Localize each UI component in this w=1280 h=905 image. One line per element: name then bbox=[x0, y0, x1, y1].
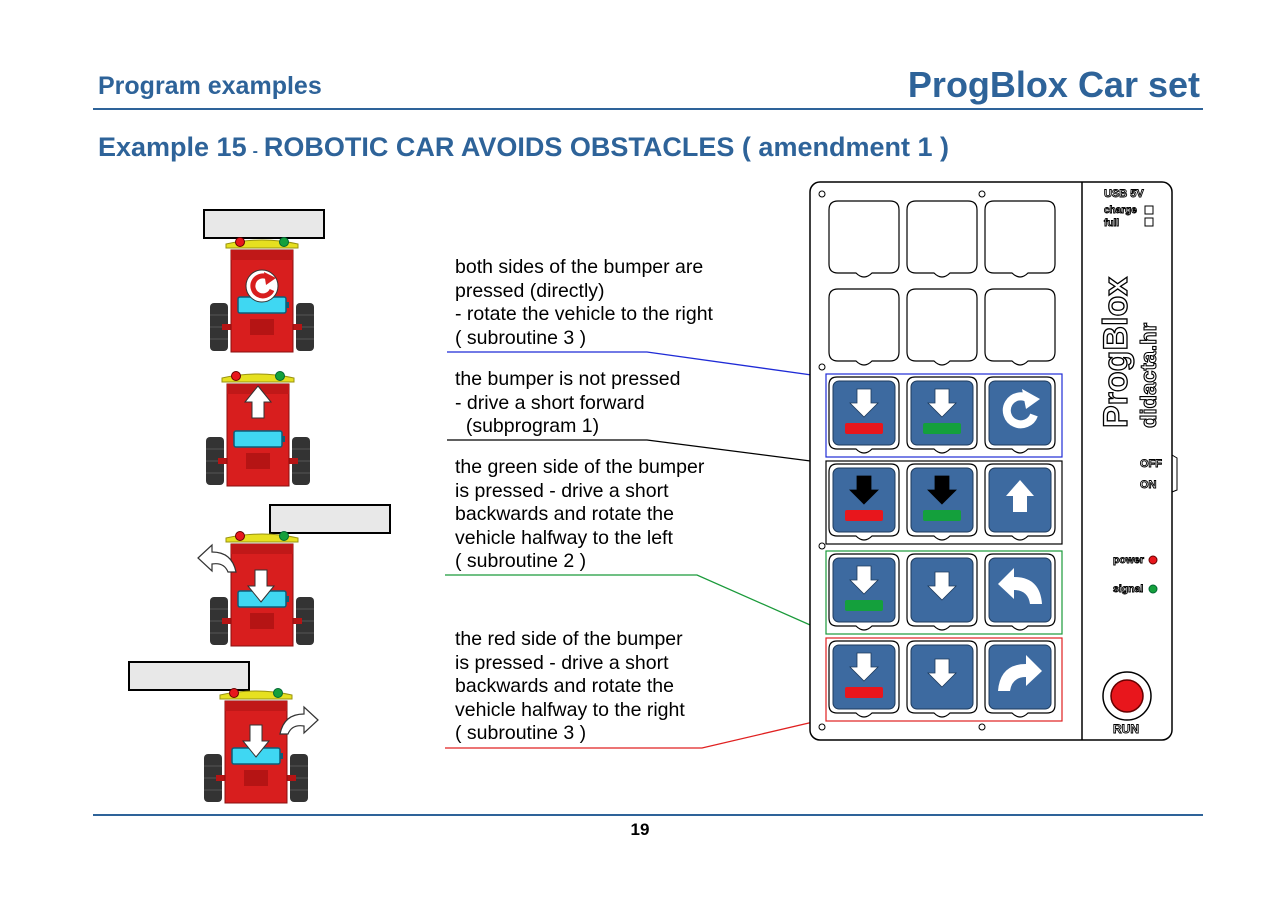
page-number: 19 bbox=[630, 820, 650, 839]
empty-slots bbox=[828, 200, 1056, 366]
tile-turn-left bbox=[984, 553, 1056, 631]
program-tiles bbox=[828, 376, 1056, 718]
run-label: RUN bbox=[1113, 722, 1139, 736]
tile-arrow-down-green bbox=[828, 553, 900, 631]
usb-label: USB 5V bbox=[1104, 188, 1144, 200]
tile-arrow-up bbox=[984, 463, 1056, 541]
rotate-icon bbox=[245, 269, 279, 303]
tile-rotate-right bbox=[984, 376, 1056, 454]
tile-arrow-down-red bbox=[828, 376, 900, 454]
example-number: Example 15 bbox=[98, 132, 247, 162]
car-rotate bbox=[203, 209, 325, 352]
tile-arrow-down bbox=[906, 553, 978, 631]
brand-label: ProgBlox bbox=[1097, 277, 1135, 428]
charge-led bbox=[1144, 205, 1154, 215]
tile-arrow-down-black-red bbox=[828, 463, 900, 541]
full-led bbox=[1144, 217, 1154, 227]
car-turn-left bbox=[197, 504, 391, 646]
tile-turn-right bbox=[984, 640, 1056, 718]
description-not-pressed: the bumper is not pressed - drive a shor… bbox=[455, 368, 681, 437]
car-turn-right bbox=[128, 661, 319, 803]
signal-led bbox=[1148, 584, 1158, 594]
description-green-pressed: the green side of the bumper is pressed … bbox=[455, 456, 705, 572]
footer-rule bbox=[93, 814, 1203, 816]
run-button bbox=[1110, 679, 1144, 713]
description-red-pressed: the red side of the bumper is pressed - … bbox=[455, 628, 685, 744]
header-rule bbox=[93, 108, 1203, 110]
example-title: Example 15-ROBOTIC CAR AVOIDS OBSTACLES … bbox=[98, 132, 949, 163]
power-led bbox=[1148, 555, 1158, 565]
car-forward bbox=[206, 372, 310, 487]
power-label: power bbox=[1113, 554, 1144, 566]
site-label: didacta.hr bbox=[1136, 322, 1161, 428]
example-separator: - bbox=[252, 143, 258, 160]
description-both-pressed: both sides of the bumper are pressed (di… bbox=[455, 256, 713, 349]
signal-label: signal bbox=[1113, 583, 1143, 595]
product-title: ProgBlox Car set bbox=[907, 64, 1200, 105]
on-label: ON bbox=[1140, 479, 1157, 491]
full-label: full bbox=[1104, 218, 1119, 229]
example-heading: ROBOTIC CAR AVOIDS OBSTACLES ( amendment… bbox=[263, 132, 949, 162]
tile-arrow-down-black-green bbox=[906, 463, 978, 541]
off-label: OFF bbox=[1140, 458, 1162, 470]
charge-label: charge bbox=[1104, 205, 1137, 216]
tile-arrow-down-green bbox=[906, 376, 978, 454]
tile-arrow-down bbox=[906, 640, 978, 718]
tile-arrow-down-red bbox=[828, 640, 900, 718]
section-title: Program examples bbox=[98, 72, 322, 100]
